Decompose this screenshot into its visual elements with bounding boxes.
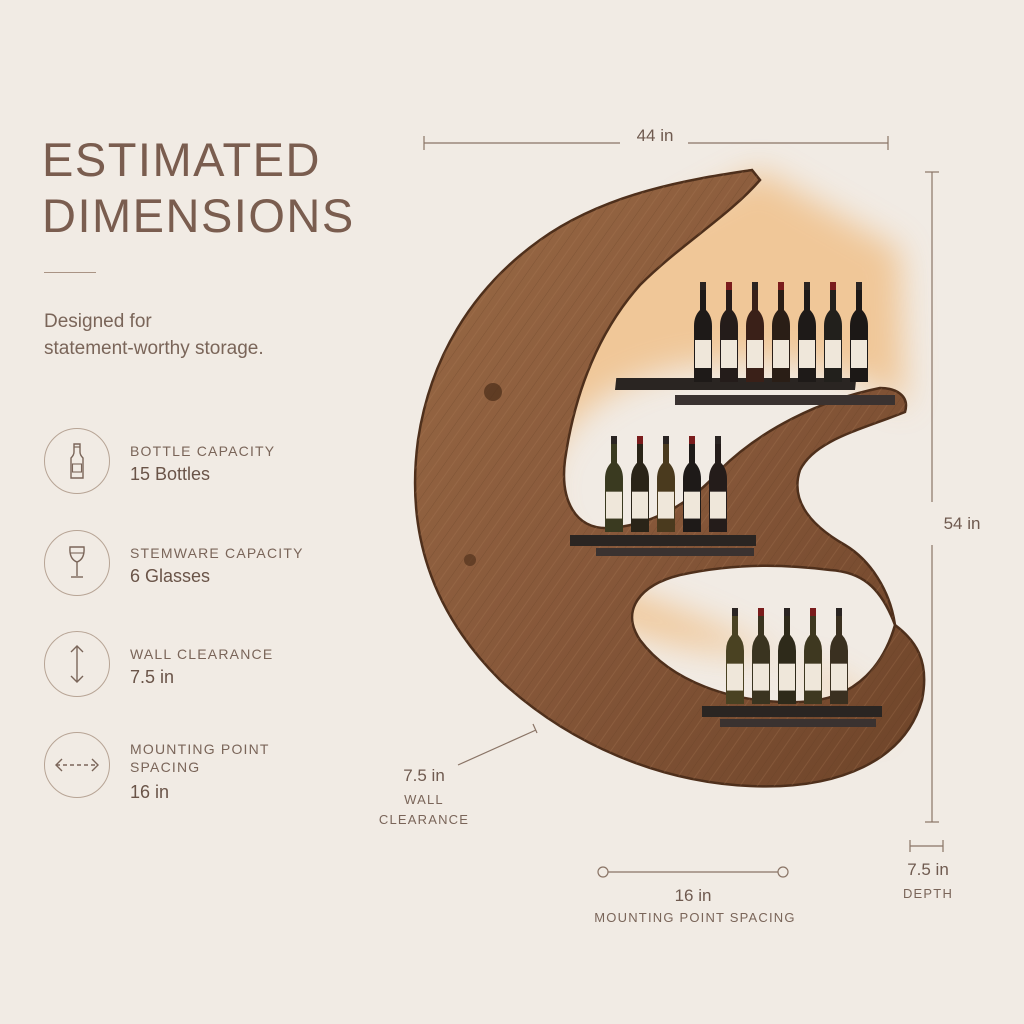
wine-bottle — [850, 282, 868, 382]
middle-shelf — [570, 535, 756, 556]
top-shelf — [615, 378, 895, 405]
title-line-2: DIMENSIONS — [42, 189, 355, 242]
dimension-lines — [423, 136, 944, 878]
wine-bottle — [694, 282, 712, 382]
tagline-line-2: statement-worthy storage. — [44, 338, 264, 359]
wall-clearance-value: 7.5 in — [403, 766, 445, 785]
wine-bottle — [798, 282, 816, 382]
bottle-icon — [44, 428, 110, 494]
spec-value: 16 in — [130, 782, 170, 802]
wine-bottle — [683, 436, 701, 532]
wine-bottle — [804, 608, 822, 704]
width-dimension-label: 44 in — [636, 126, 674, 145]
spec-label: BOTTLE CAPACITY — [130, 443, 276, 459]
spec-label: MOUNTING POINT SPACING — [130, 741, 270, 775]
wall-clearance-caption-line-1: WALL — [404, 792, 444, 807]
spec-value: 6 Glasses — [130, 566, 211, 586]
page-title: ESTIMATED DIMENSIONS — [42, 132, 355, 244]
wood-grain-texture — [415, 170, 925, 787]
wine-bottle — [631, 436, 649, 532]
height-dimension-label: 54 in — [943, 514, 981, 533]
wine-bottle — [657, 436, 675, 532]
spec-mounting-point-spacing: MOUNTING POINT SPACING 16 in — [44, 732, 344, 802]
spec-value: 15 Bottles — [130, 464, 211, 484]
spec-bottle-capacity: BOTTLE CAPACITY 15 Bottles — [44, 428, 344, 496]
vertical-arrow-icon — [44, 631, 110, 697]
spec-value: 7.5 in — [130, 667, 175, 687]
horizontal-dashed-arrow-icon — [44, 732, 110, 798]
wall-clearance-caption-line-2: CLEARANCE — [378, 812, 470, 827]
wine-bottle — [824, 282, 842, 382]
tagline: Designed for statement-worthy storage. — [44, 308, 344, 362]
wine-bottle — [720, 282, 738, 382]
wine-bottle — [752, 608, 770, 704]
mounting-spacing-value: 16 in — [674, 886, 712, 905]
wood-knot — [484, 383, 502, 401]
tagline-line-1: Designed for — [44, 311, 152, 332]
depth-caption: DEPTH — [902, 886, 954, 901]
wood-knot — [464, 554, 476, 566]
wine-bottle — [605, 436, 623, 532]
mounting-spacing-caption: MOUNTING POINT SPACING — [594, 910, 796, 925]
wine-bottle — [772, 282, 790, 382]
wine-glass-icon — [44, 530, 110, 596]
spec-stemware-capacity: STEMWARE CAPACITY 6 Glasses — [44, 530, 344, 598]
wine-bottle — [709, 436, 727, 532]
wine-bottle — [726, 608, 744, 704]
title-line-1: ESTIMATED — [42, 133, 321, 186]
wine-bottle — [830, 608, 848, 704]
spec-label: WALL CLEARANCE — [130, 646, 274, 662]
bottom-shelf — [702, 706, 882, 727]
wall-clearance-caption: WALL CLEARANCE — [364, 790, 484, 830]
wine-bottle — [778, 608, 796, 704]
bottle-group — [605, 282, 868, 704]
depth-value: 7.5 in — [907, 860, 949, 879]
wine-bottle — [746, 282, 764, 382]
title-divider — [44, 272, 96, 273]
spec-wall-clearance: WALL CLEARANCE 7.5 in — [44, 631, 344, 699]
spec-label: STEMWARE CAPACITY — [130, 545, 304, 561]
